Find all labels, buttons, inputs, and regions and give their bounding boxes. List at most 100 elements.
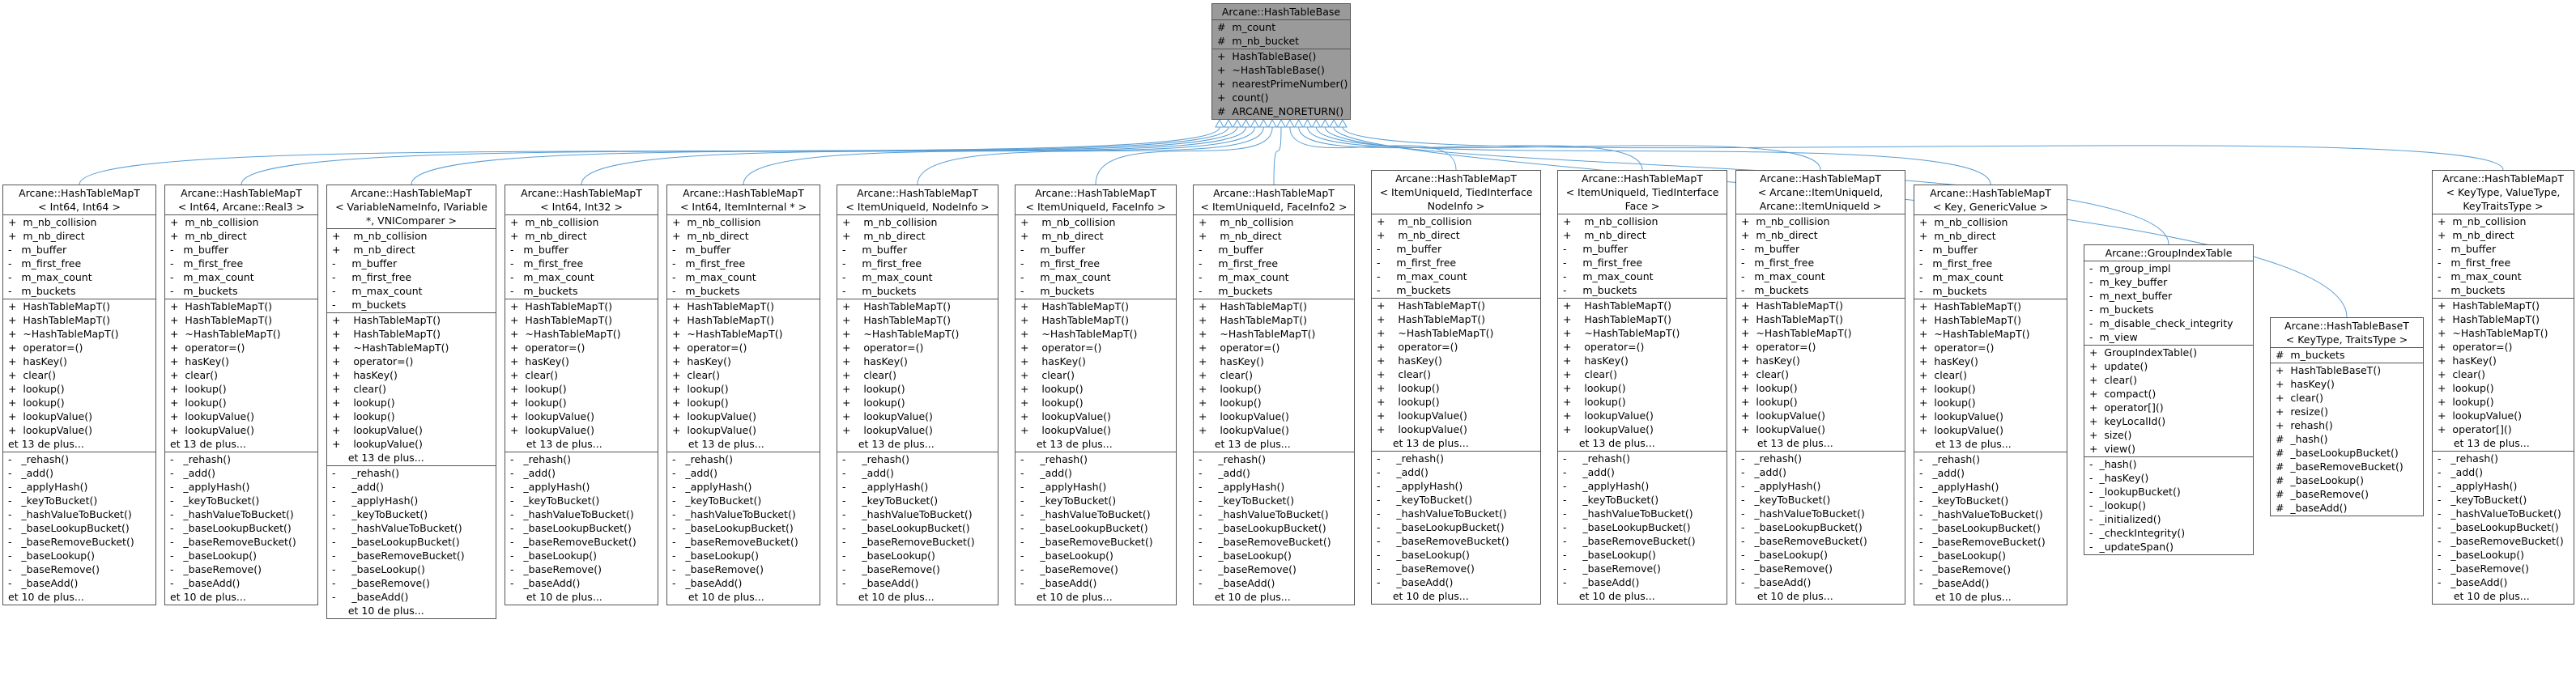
private-method-row: - _baseLookup() [1377, 549, 1470, 561]
method-row: + hasKey() [8, 355, 67, 367]
class-box-derived[interactable]: Arcane::HashTableMapT< ItemUniqueId, Nod… [837, 185, 998, 605]
attribute-row: + m_nb_collision [332, 230, 428, 242]
private-methods-section: - _rehash()- _add()- _applyHash()- _keyT… [165, 452, 317, 605]
class-box-derived[interactable]: Arcane::HashTableMapT< Int64, Int32 >+ m… [505, 185, 658, 605]
method-row: + rehash() [2276, 419, 2333, 431]
private-method-row: - _baseLookup() [170, 550, 257, 562]
attribute-row: - m_buckets [1563, 284, 1637, 296]
class-title-line: < Int64, Arcane::Real3 > [177, 201, 305, 213]
attribute-row: - m_max_count [1199, 271, 1289, 283]
class-box-derived[interactable]: Arcane::HashTableMapT< KeyType, ValueTyp… [2432, 170, 2574, 605]
class-box-derived[interactable]: Arcane::HashTableMapT< ItemUniqueId, Fac… [1193, 185, 1355, 605]
private-method-row: - _baseLookupBucket() [672, 522, 794, 534]
class-box-derived[interactable]: Arcane::HashTableMapT< Arcane::ItemUniqu… [1735, 170, 1905, 605]
class-title[interactable]: Arcane::HashTableMapT< ItemUniqueId, Fac… [1015, 185, 1176, 215]
private-method-row: - _baseLookup() [1563, 549, 1656, 561]
method-row: # _baseLookupBucket() [2276, 447, 2399, 459]
attribute-row: - m_first_free [1020, 257, 1101, 269]
class-box-derived[interactable]: Arcane::HashTableBaseT< KeyType, TraitsT… [2270, 317, 2424, 516]
class-box-derived[interactable]: Arcane::HashTableMapT< ItemUniqueId, Fac… [1015, 185, 1177, 605]
method-row: + lookupValue() [1020, 410, 1111, 422]
private-method-row: - _baseLookupBucket() [1199, 522, 1326, 534]
class-box-derived[interactable]: Arcane::HashTableMapT< Int64, Arcane::Re… [164, 185, 318, 605]
class-title[interactable]: Arcane::HashTableMapT< KeyType, ValueTyp… [2433, 171, 2574, 214]
methods-section: + HashTableMapT()+ HashTableMapT()+ ~Has… [3, 299, 155, 452]
class-title[interactable]: Arcane::HashTableMapT< Int64, ItemIntern… [667, 185, 820, 215]
class-box-derived[interactable]: Arcane::HashTableMapT< Int64, Int64 >+ m… [2, 185, 156, 605]
method-row: + HashTableMapT() [1563, 313, 1671, 325]
class-title[interactable]: Arcane::HashTableMapT< ItemUniqueId, Tie… [1372, 171, 1540, 214]
class-box-hashtablebase[interactable]: Arcane::HashTableBase# m_count# m_nb_buc… [1211, 3, 1351, 120]
class-title[interactable]: Arcane::HashTableBase [1212, 4, 1350, 20]
attribute-row: - m_buckets [1377, 284, 1451, 296]
method-row: + hasKey() [170, 355, 229, 367]
private-method-row: - _baseAdd() [1741, 576, 1812, 588]
method-row: + HashTableBase() [1217, 50, 1317, 62]
method-row: + hasKey() [510, 355, 569, 367]
private-method-row: - _baseLookupBucket() [1919, 522, 2041, 534]
private-method-row: - _hashValueToBucket() [1199, 508, 1329, 520]
attribute-row: + m_nb_direct [672, 230, 749, 242]
attributes-section: + m_nb_collision+ m_nb_direct- m_buffer-… [1914, 215, 2067, 299]
class-box-derived[interactable]: Arcane::HashTableMapT< VariableNameInfo,… [326, 185, 496, 619]
class-box-derived[interactable]: Arcane::HashTableMapT< Int64, ItemIntern… [666, 185, 820, 605]
class-title[interactable]: Arcane::HashTableMapT< Int64, Int64 > [3, 185, 155, 215]
attribute-row: - m_buffer [1563, 243, 1629, 255]
class-title[interactable]: Arcane::HashTableMapT< ItemUniqueId, Tie… [1558, 171, 1727, 214]
method-row: + operator=() [8, 342, 83, 354]
class-title[interactable]: Arcane::HashTableMapT< Key, GenericValue… [1914, 185, 2067, 215]
class-title[interactable]: Arcane::GroupIndexTable [2084, 245, 2253, 261]
method-row: + operator=() [1741, 341, 1816, 353]
attribute-row: + m_nb_collision [1199, 216, 1294, 228]
method-row: + lookup() [1377, 396, 1440, 408]
method-row: + HashTableMapT() [672, 314, 775, 326]
method-row: + operator=() [672, 342, 747, 354]
class-box-derived[interactable]: Arcane::HashTableMapT< Key, GenericValue… [1914, 185, 2067, 605]
methods-section: + HashTableMapT()+ HashTableMapT()+ ~Has… [1015, 299, 1176, 452]
private-method-row: - _applyHash() [1377, 480, 1463, 492]
inheritance-arrowhead [1320, 118, 1331, 128]
class-title-line: Arcane::HashTableBaseT [2284, 320, 2409, 332]
methods-section: + HashTableMapT()+ HashTableMapT()+ ~Has… [1558, 299, 1727, 452]
inheritance-arrowhead [1329, 118, 1339, 128]
private-method-row: - _add() [672, 467, 717, 479]
private-method-row: - _hashValueToBucket() [8, 508, 132, 520]
class-title[interactable]: Arcane::HashTableBaseT< KeyType, TraitsT… [2271, 318, 2423, 348]
private-method-row: - _add() [2438, 466, 2483, 478]
method-row: + hasKey() [1563, 354, 1629, 367]
class-title[interactable]: Arcane::HashTableMapT< ItemUniqueId, Nod… [837, 185, 998, 215]
method-row: + HashTableMapT() [510, 300, 613, 312]
class-title[interactable]: Arcane::HashTableMapT< ItemUniqueId, Fac… [1194, 185, 1354, 215]
method-row: + lookup() [842, 383, 905, 395]
attribute-row: - m_buffer [1199, 244, 1264, 256]
private-method-row: - _rehash() [1563, 452, 1630, 465]
class-title[interactable]: Arcane::HashTableMapT< VariableNameInfo,… [327, 185, 496, 229]
method-row: + clear() [842, 369, 896, 381]
private-method-row: - _rehash() [1377, 452, 1444, 465]
class-box-derived[interactable]: Arcane::HashTableMapT< ItemUniqueId, Tie… [1371, 170, 1541, 605]
method-row: + HashTableMapT() [1020, 300, 1129, 312]
private-method-row: - _applyHash() [2438, 480, 2518, 492]
method-row: + size() [2089, 429, 2132, 441]
attribute-row: + m_nb_collision [170, 216, 259, 228]
private-method-row: - _lookupBucket() [2089, 486, 2181, 498]
method-row: + HashTableMapT() [1377, 313, 1485, 325]
method-row: + HashTableMapT() [1020, 314, 1129, 326]
class-box-derived[interactable]: Arcane::GroupIndexTable- m_group_impl- m… [2084, 244, 2254, 555]
private-method-row: - _baseAdd() [1020, 577, 1097, 589]
method-row: + lookup() [332, 410, 395, 422]
class-title[interactable]: Arcane::HashTableMapT< Int64, Int32 > [505, 185, 658, 215]
class-title-line: Arcane::HashTableMapT [1930, 187, 2051, 199]
private-method-row: - _baseRemove() [332, 577, 430, 589]
class-title[interactable]: Arcane::HashTableMapT< Int64, Arcane::Re… [165, 185, 317, 215]
private-method-row: - _baseLookup() [1741, 549, 1828, 561]
private-method-row: - _updateSpan() [2089, 541, 2174, 553]
class-title-line: < KeyType, TraitsType > [2285, 333, 2408, 346]
private-method-row: - _hashValueToBucket() [1741, 507, 1865, 520]
class-title[interactable]: Arcane::HashTableMapT< Arcane::ItemUniqu… [1736, 171, 1905, 214]
method-row: + HashTableMapT() [842, 300, 951, 312]
attribute-row: + m_nb_collision [510, 216, 599, 228]
attribute-row: - m_max_count [1020, 271, 1111, 283]
class-box-derived[interactable]: Arcane::HashTableMapT< ItemUniqueId, Tie… [1557, 170, 1727, 605]
method-row: + lookupValue() [170, 424, 254, 436]
